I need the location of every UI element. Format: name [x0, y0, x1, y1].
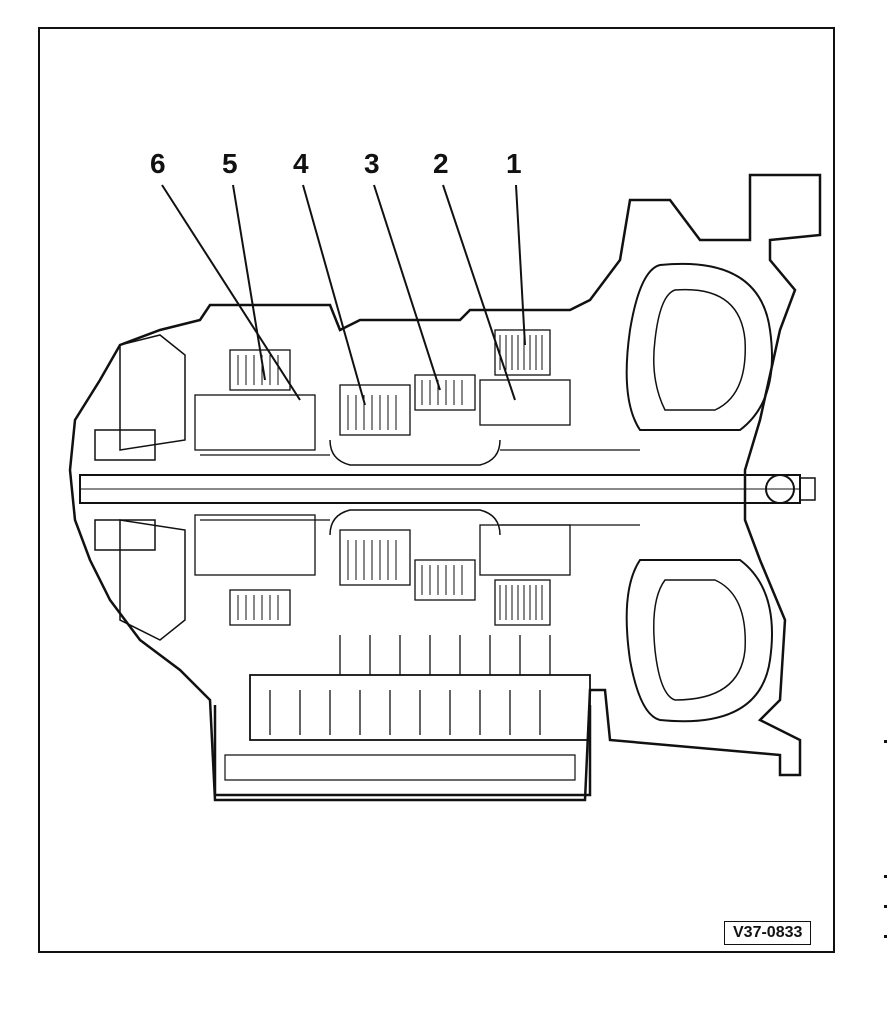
leader-line-6 — [161, 184, 301, 401]
margin-mark — [884, 905, 887, 908]
callout-6: 6 — [150, 148, 166, 179]
torque-converter-upper — [625, 262, 773, 431]
leader-lines — [161, 184, 526, 406]
leader-line-2 — [442, 184, 516, 401]
oil-pan — [213, 705, 592, 797]
callout-2: 2 — [433, 148, 449, 179]
margin-mark — [884, 740, 887, 743]
callout-5: 5 — [222, 148, 238, 179]
leader-line-1 — [515, 184, 526, 346]
figure-frame — [38, 27, 835, 953]
margin-mark — [884, 875, 887, 878]
leader-line-4 — [302, 184, 366, 406]
inner-drums — [329, 439, 501, 536]
clutch-packs-lower — [194, 514, 571, 626]
callout-4: 4 — [293, 148, 309, 179]
reference-code-label: V37-0833 — [724, 921, 812, 945]
leader-line-3 — [373, 184, 441, 391]
valve-ribs — [269, 635, 551, 735]
callout-1: 1 — [506, 148, 522, 179]
margin-mark — [884, 935, 887, 938]
leader-line-5 — [232, 184, 266, 381]
front-cover — [119, 334, 186, 641]
housing-outline — [68, 173, 822, 802]
clutch-plate-hatching — [237, 335, 543, 620]
torque-converter-lower — [625, 559, 773, 723]
callout-3: 3 — [364, 148, 380, 179]
clutch-packs-upper — [194, 329, 571, 451]
